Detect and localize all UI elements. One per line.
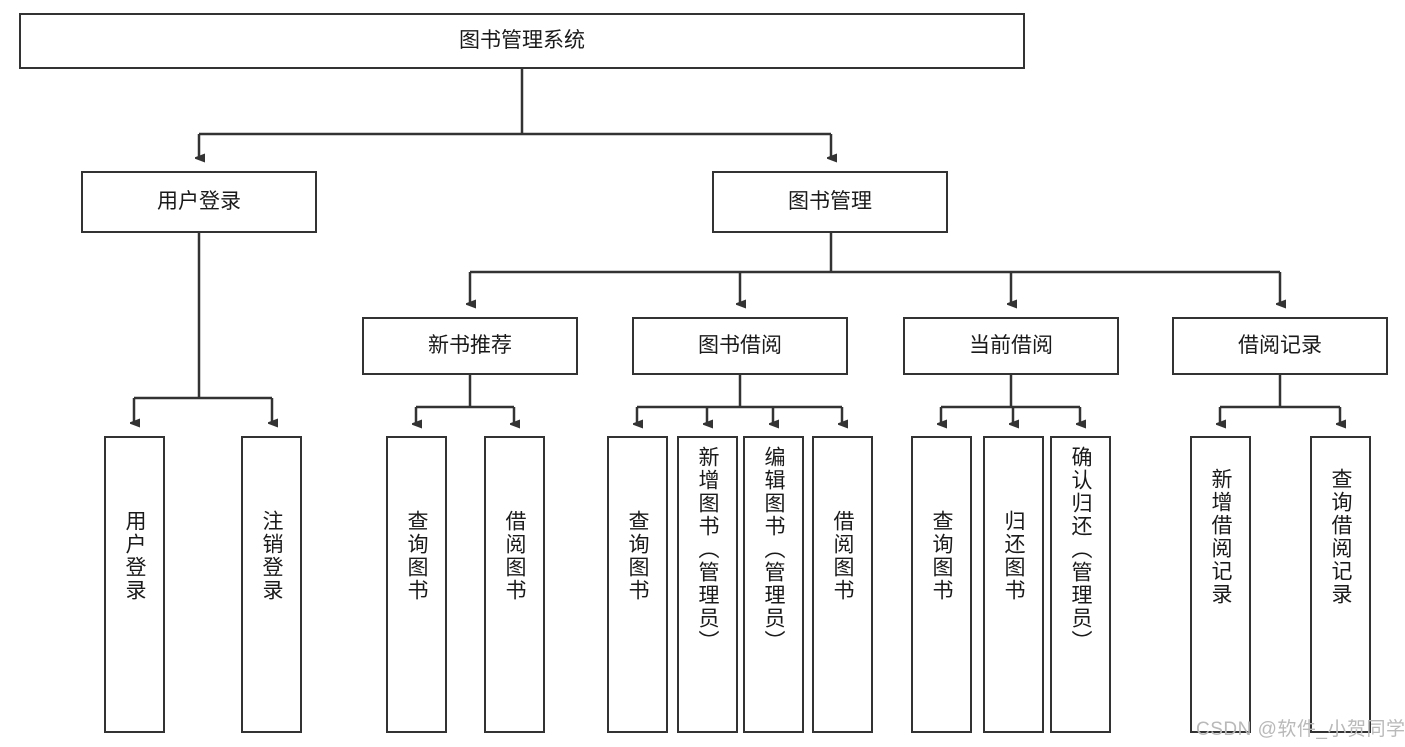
node-leaf-query-book-borrow-label: 查询图书 xyxy=(626,510,649,602)
node-leaf-query-book-borrow[interactable]: 查询图书 xyxy=(607,436,668,733)
node-leaf-query-book-rec-label: 查询图书 xyxy=(405,510,428,602)
node-leaf-logout[interactable]: 注销登录 xyxy=(241,436,302,733)
node-book-manage-label: 图书管理 xyxy=(788,189,872,213)
watermark-text: CSDN @软件_小贺同学 xyxy=(1196,719,1405,740)
node-leaf-user-login-label: 用户登录 xyxy=(123,510,146,602)
node-leaf-add-record[interactable]: 新增借阅记录 xyxy=(1190,436,1251,733)
node-leaf-return-book-label: 归还图书 xyxy=(1002,510,1025,602)
node-leaf-confirm-return[interactable]: 确认归还（管理员） xyxy=(1050,436,1111,733)
node-new-book-rec[interactable]: 新书推荐 xyxy=(362,317,578,375)
node-root-label: 图书管理系统 xyxy=(459,28,585,52)
node-leaf-logout-label: 注销登录 xyxy=(260,510,283,602)
node-leaf-user-login[interactable]: 用户登录 xyxy=(104,436,165,733)
node-leaf-query-book-cur-label: 查询图书 xyxy=(930,510,953,602)
node-leaf-query-book-cur[interactable]: 查询图书 xyxy=(911,436,972,733)
node-leaf-borrow-book[interactable]: 借阅图书 xyxy=(812,436,873,733)
node-leaf-borrow-book-label: 借阅图书 xyxy=(831,510,854,602)
node-leaf-add-book[interactable]: 新增图书（管理员） xyxy=(677,436,738,733)
node-leaf-query-book-rec[interactable]: 查询图书 xyxy=(386,436,447,733)
node-leaf-add-record-label: 新增借阅记录 xyxy=(1209,468,1232,606)
node-user-login[interactable]: 用户登录 xyxy=(81,171,317,233)
node-leaf-return-book[interactable]: 归还图书 xyxy=(983,436,1044,733)
node-current-borrow-label: 当前借阅 xyxy=(969,333,1053,357)
node-leaf-query-record-label: 查询借阅记录 xyxy=(1329,468,1352,606)
node-current-borrow[interactable]: 当前借阅 xyxy=(903,317,1119,375)
node-leaf-edit-book-label: 编辑图书（管理员） xyxy=(762,446,785,653)
node-borrow-record-label: 借阅记录 xyxy=(1238,333,1322,357)
node-leaf-borrow-book-rec-label: 借阅图书 xyxy=(503,510,526,602)
node-user-login-label: 用户登录 xyxy=(157,189,241,213)
node-leaf-confirm-return-label: 确认归还（管理员） xyxy=(1069,446,1092,653)
node-leaf-add-book-label: 新增图书（管理员） xyxy=(696,446,719,653)
node-book-borrow-label: 图书借阅 xyxy=(698,333,782,357)
node-new-book-rec-label: 新书推荐 xyxy=(428,333,512,357)
node-book-borrow[interactable]: 图书借阅 xyxy=(632,317,848,375)
node-borrow-record[interactable]: 借阅记录 xyxy=(1172,317,1388,375)
node-leaf-edit-book[interactable]: 编辑图书（管理员） xyxy=(743,436,804,733)
node-book-manage[interactable]: 图书管理 xyxy=(712,171,948,233)
node-leaf-query-record[interactable]: 查询借阅记录 xyxy=(1310,436,1371,733)
node-root[interactable]: 图书管理系统 xyxy=(19,13,1025,69)
node-leaf-borrow-book-rec[interactable]: 借阅图书 xyxy=(484,436,545,733)
